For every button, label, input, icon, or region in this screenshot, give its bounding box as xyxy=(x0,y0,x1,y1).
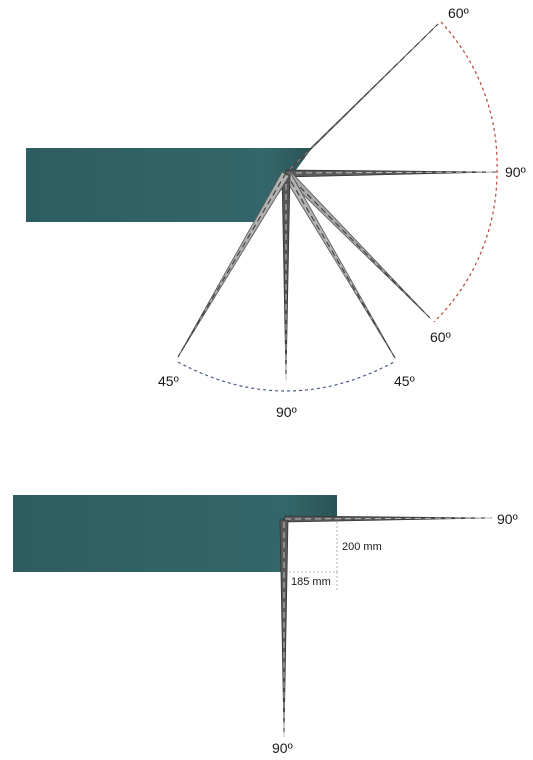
bottom-diagram: 90º 90º 200 mm 185 mm xyxy=(13,495,518,756)
blade-90-right xyxy=(285,169,499,178)
dim-185mm: 185 mm xyxy=(291,576,331,588)
label-90-right-bottom: 90º xyxy=(497,511,518,527)
blade-90-horizontal xyxy=(284,515,493,523)
blade-45-left xyxy=(177,171,290,358)
label-60-bottom: 60º xyxy=(430,329,451,345)
notch-area xyxy=(285,518,338,573)
blade-60-up xyxy=(282,23,439,176)
blade-90-down xyxy=(281,173,291,381)
top-diagram: 60º 90º 60º 45º 45º 90º xyxy=(26,5,526,420)
label-45-right: 45º xyxy=(394,373,415,389)
blade-90-vertical xyxy=(279,519,289,738)
label-60-top: 60º xyxy=(448,5,469,21)
blade-45-right xyxy=(282,171,396,359)
dim-200mm: 200 mm xyxy=(342,541,382,553)
arc-red xyxy=(433,21,498,323)
label-45-left: 45º xyxy=(158,373,179,389)
top-bar xyxy=(26,148,312,222)
label-90-bottom-bottom: 90º xyxy=(272,740,293,756)
label-90-bottom: 90º xyxy=(276,404,297,420)
label-90-right: 90º xyxy=(505,164,526,180)
